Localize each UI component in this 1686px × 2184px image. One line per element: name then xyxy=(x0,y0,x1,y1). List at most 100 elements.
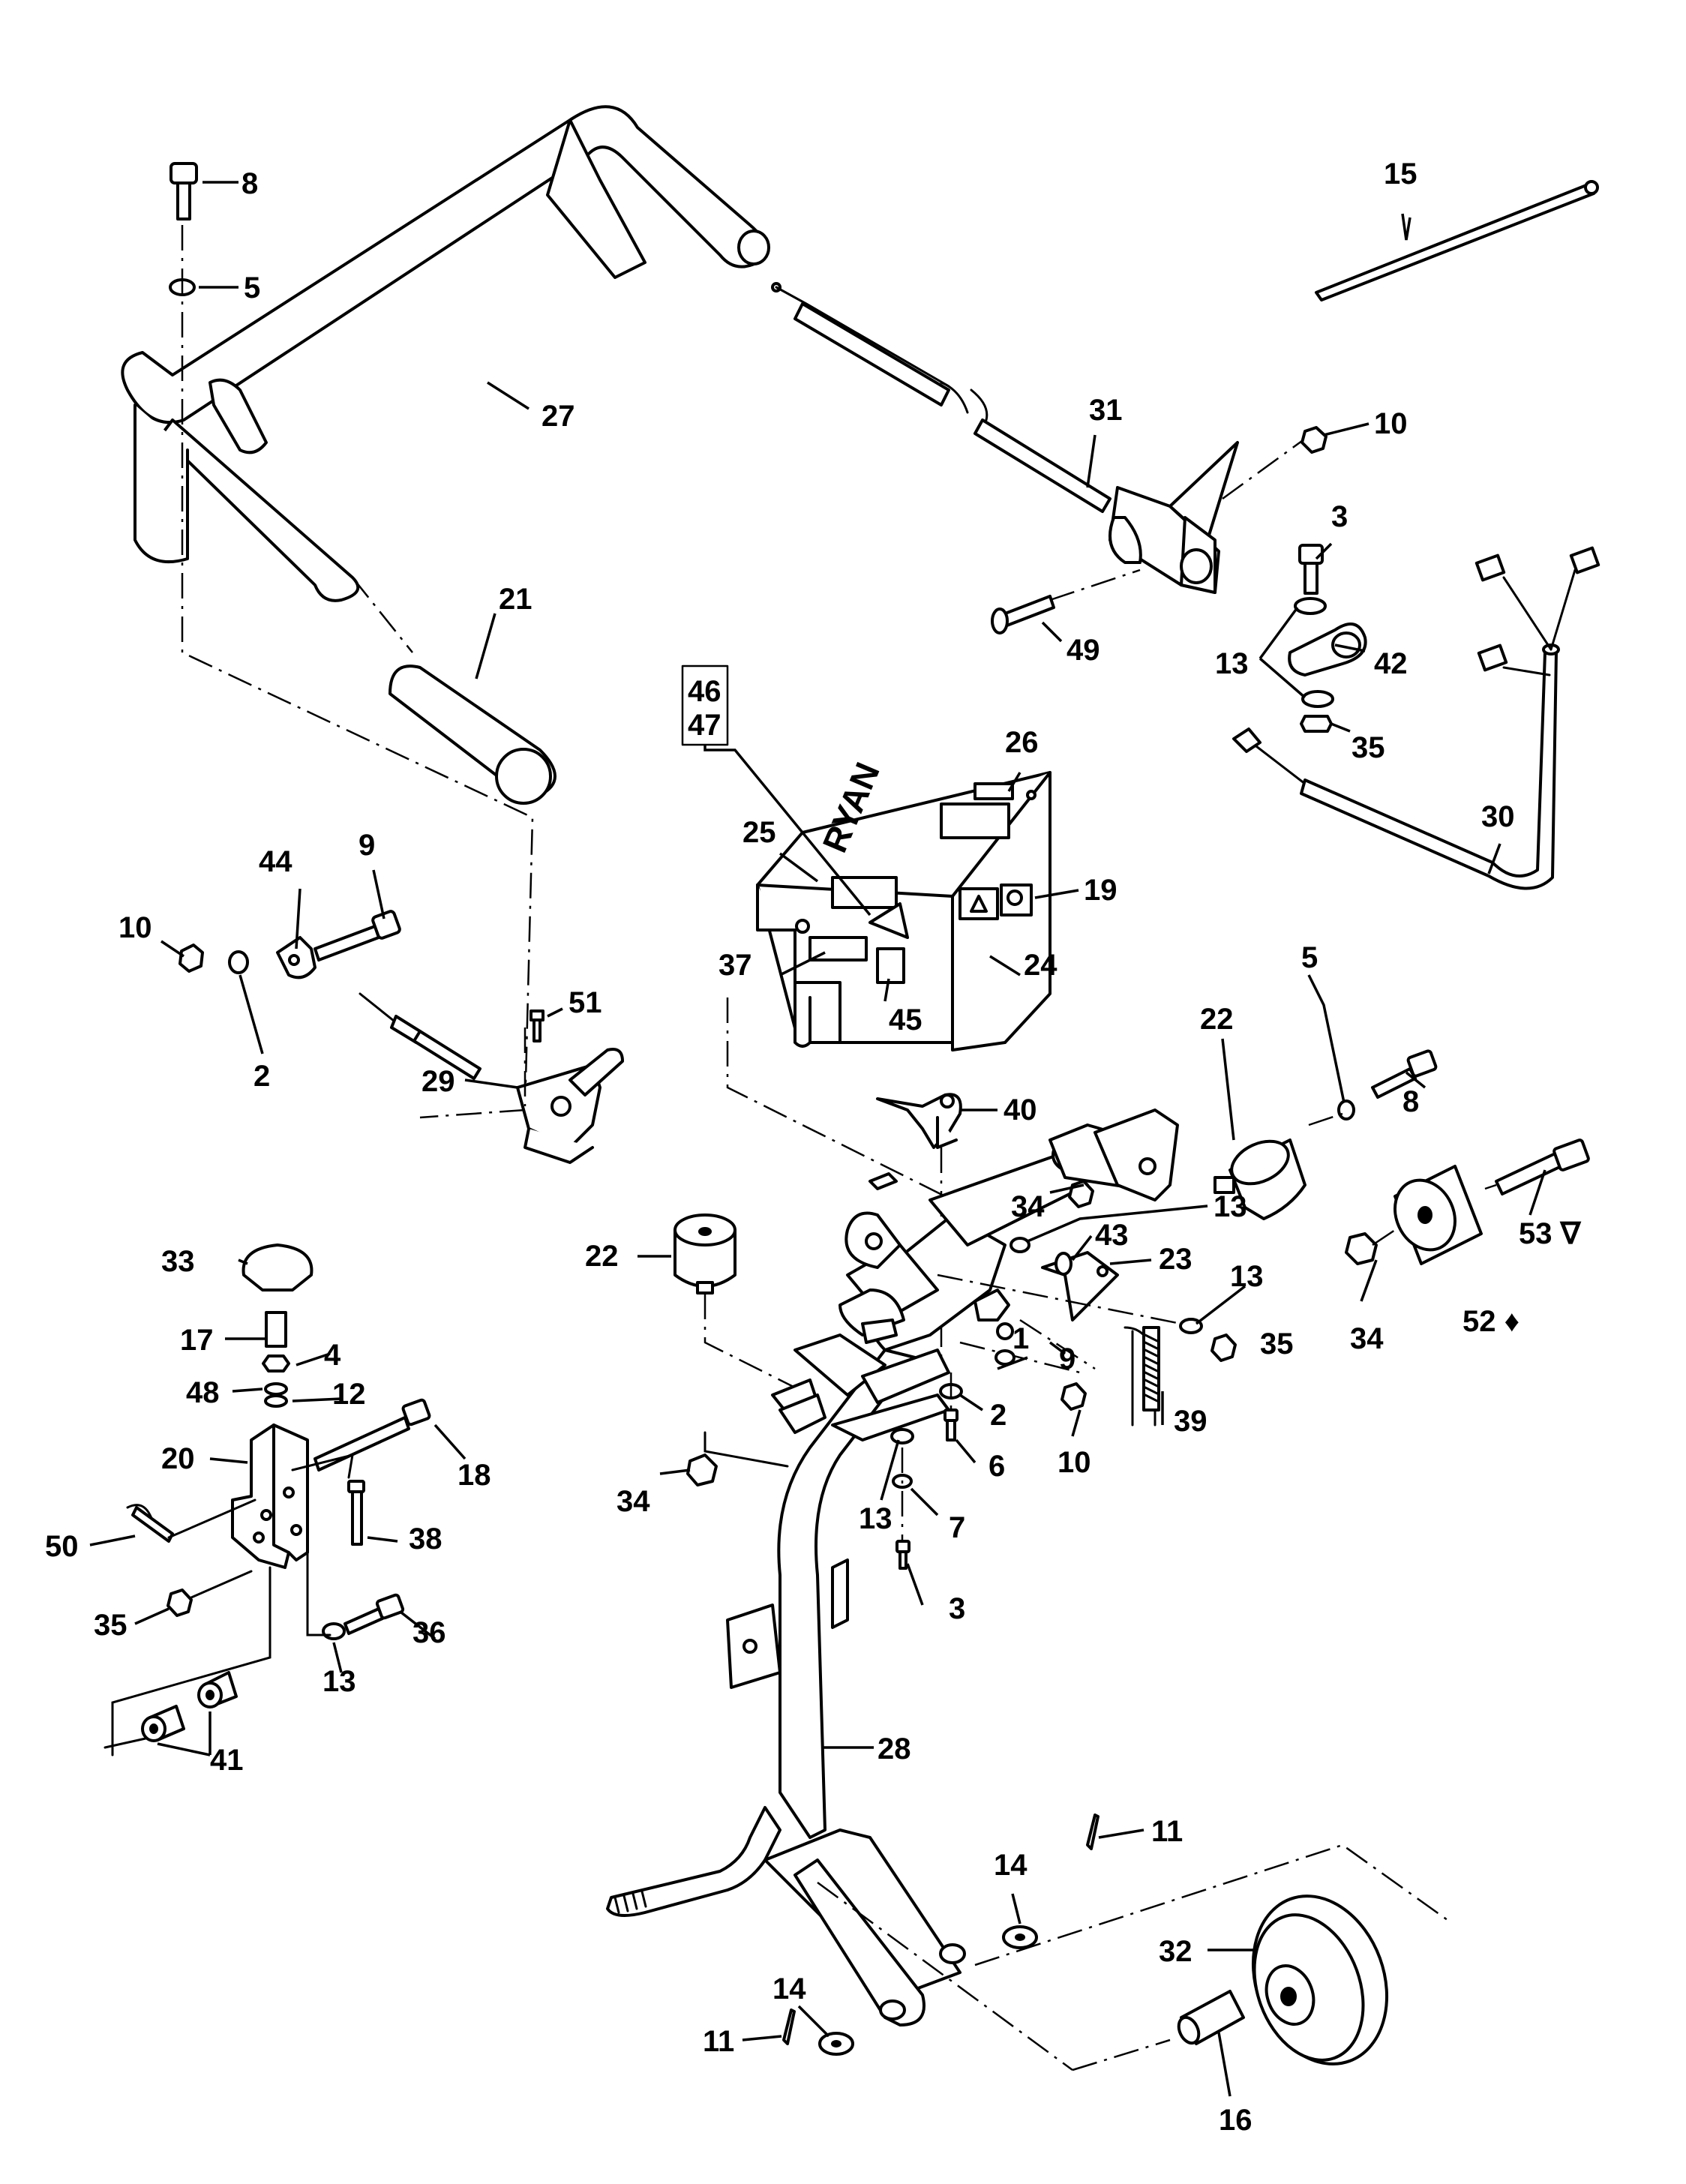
callout-40: 40 xyxy=(1004,1094,1037,1126)
callout-labels: 8 5 27 21 15 31 10 3 49 13 42 35 46 47 2… xyxy=(45,158,1582,2137)
clamp-42-group xyxy=(1288,544,1367,733)
callout-13: 13 xyxy=(1214,1190,1247,1223)
bolt-18 xyxy=(314,1398,431,1472)
washer-5-right xyxy=(1337,1100,1355,1120)
callout-14: 14 xyxy=(994,1849,1028,1882)
pin-11-right xyxy=(1086,1814,1100,1850)
callout-14: 14 xyxy=(772,1972,806,2006)
callout-9: 9 xyxy=(358,829,375,862)
callout-10: 10 xyxy=(1058,1446,1091,1479)
rubber-mount-22-middle xyxy=(674,1214,736,1294)
callout-8: 8 xyxy=(242,167,258,200)
grip-21 xyxy=(388,664,556,805)
washer-13-center xyxy=(1010,1237,1030,1253)
washer-13-left xyxy=(322,1622,346,1640)
callout-21: 21 xyxy=(499,583,532,616)
callout-34: 34 xyxy=(616,1485,650,1518)
callout-49: 49 xyxy=(1066,634,1100,667)
callout-44: 44 xyxy=(259,845,292,878)
callout-9: 9 xyxy=(1059,1342,1076,1376)
callout-10: 10 xyxy=(1374,407,1408,440)
callout-26: 26 xyxy=(1005,726,1039,759)
pin-11-left xyxy=(782,2008,796,2045)
callout-43: 43 xyxy=(1095,1219,1129,1252)
callout-24: 24 xyxy=(1024,949,1058,982)
callout-1: 1 xyxy=(1012,1322,1029,1355)
callout-35: 35 xyxy=(1352,731,1385,764)
callout-11: 11 xyxy=(1151,1815,1183,1848)
callout-2: 2 xyxy=(990,1399,1006,1432)
callout-17: 17 xyxy=(180,1324,214,1357)
callout-19: 19 xyxy=(1084,874,1118,907)
callout-28: 28 xyxy=(878,1732,911,1766)
callout-22: 22 xyxy=(1200,1003,1234,1036)
callout-30: 30 xyxy=(1481,800,1515,833)
rubber-mount-22-right xyxy=(1214,1138,1306,1220)
callout-13: 13 xyxy=(859,1502,892,1535)
callout-51: 51 xyxy=(568,986,602,1019)
bolt-top-center xyxy=(868,1172,898,1190)
nut-35-right xyxy=(1210,1334,1237,1362)
nut-35-left xyxy=(166,1588,193,1617)
screw-49 xyxy=(991,595,1055,634)
screw-9-center xyxy=(861,1318,898,1344)
callout-48: 48 xyxy=(186,1376,220,1409)
bolt-36 xyxy=(344,1593,405,1635)
callout-5: 5 xyxy=(244,272,260,304)
callout-10: 10 xyxy=(118,911,152,944)
callout-8: 8 xyxy=(1402,1085,1419,1118)
callout-2: 2 xyxy=(254,1060,270,1093)
callout-36: 36 xyxy=(412,1616,446,1649)
wheel-32 xyxy=(1251,1894,1389,2066)
callout-35: 35 xyxy=(1260,1328,1294,1360)
callout-3: 3 xyxy=(1331,500,1348,533)
bolt-3-lower xyxy=(896,1540,910,1570)
cable-31 xyxy=(771,282,1239,594)
harness-30 xyxy=(1232,546,1600,890)
callout-53: 53 ∇ xyxy=(1519,1217,1582,1250)
bracket-44-group xyxy=(178,910,401,980)
bolt-38 xyxy=(347,1480,365,1546)
frame-28 xyxy=(606,1108,1179,2026)
callout-50: 50 xyxy=(45,1530,79,1563)
bushings-41 xyxy=(141,1671,238,1742)
callout-34: 34 xyxy=(1350,1322,1384,1355)
knob-33 xyxy=(242,1244,314,1292)
pin-50 xyxy=(131,1506,174,1543)
callout-18: 18 xyxy=(458,1459,491,1492)
bolt-8-top xyxy=(170,162,198,220)
callout-13: 13 xyxy=(322,1665,356,1698)
callout-27: 27 xyxy=(542,400,575,433)
callout-11: 11 xyxy=(703,2025,734,2058)
nut-34-left xyxy=(686,1454,718,1486)
callout-16: 16 xyxy=(1219,2104,1252,2137)
bolt-6 xyxy=(944,1408,958,1442)
callout-25: 25 xyxy=(742,816,776,849)
callout-42: 42 xyxy=(1374,647,1408,680)
callout-box-46-47 xyxy=(681,664,729,746)
callout-13: 13 xyxy=(1230,1260,1264,1293)
callout-29: 29 xyxy=(422,1065,455,1098)
bracket-20 xyxy=(231,1424,309,1569)
linkage-23-group xyxy=(974,1251,1160,1426)
spacer-52-group xyxy=(1345,1138,1590,1265)
washer-12 xyxy=(264,1394,288,1408)
callout-12: 12 xyxy=(332,1378,366,1411)
callout-6: 6 xyxy=(988,1450,1005,1483)
callout-52: 52 ♦ xyxy=(1462,1305,1520,1338)
handle-assembly xyxy=(121,105,770,602)
axle-16 xyxy=(1177,1990,1245,2045)
nut-10-top xyxy=(1300,426,1328,454)
callout-41: 41 xyxy=(210,1744,244,1777)
washer-48 xyxy=(264,1382,288,1396)
washer-13-lower xyxy=(890,1428,914,1444)
callout-22: 22 xyxy=(585,1240,619,1273)
switch-40 xyxy=(876,1093,962,1149)
callout-47: 47 xyxy=(688,709,722,742)
callout-5: 5 xyxy=(1301,941,1318,974)
spacer-17 xyxy=(265,1311,287,1348)
leader-lines xyxy=(89,181,1546,2097)
cable-tie-15 xyxy=(1315,180,1599,302)
callout-34: 34 xyxy=(1011,1190,1045,1223)
